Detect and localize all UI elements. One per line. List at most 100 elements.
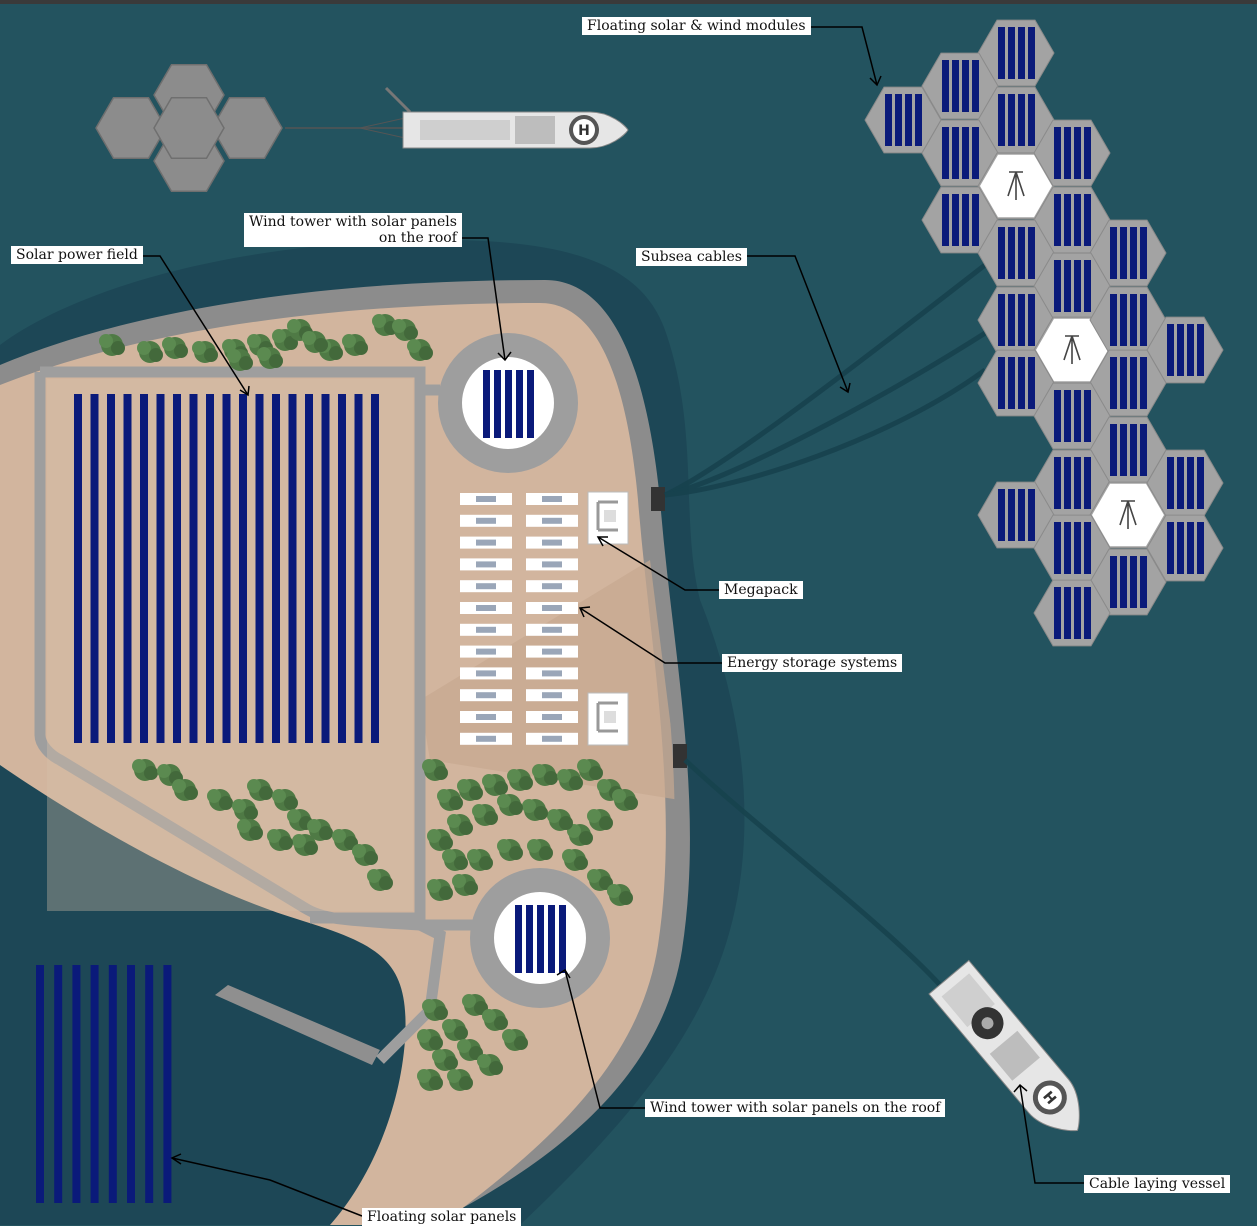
storage-unit [460,667,512,680]
tree [547,809,573,831]
solar-strip [272,394,280,743]
tree [307,819,333,841]
tree [472,804,498,826]
storage-unit [460,514,512,527]
tree [367,869,393,891]
tree [532,764,558,786]
tree [557,769,583,791]
label-floating-modules: Floating solar & wind modules [582,17,811,35]
floating-panel-strip [163,965,172,1203]
harbour-water [0,765,406,1225]
label-wind-tower-bottom: Wind tower with solar panels on the roof [645,1099,946,1117]
storage-unit [526,493,578,505]
wind-tower-top [438,333,578,473]
label-wind-tower-top: Wind tower with solar panels on the roof [244,213,462,247]
label-megapack: Megapack [719,581,803,599]
cable-landing-bottom [673,744,687,768]
tree [407,339,433,361]
storage-unit [526,689,578,702]
tree [427,829,453,851]
tree [497,839,523,861]
storage-unit [460,602,512,614]
floating-panel-strip [72,965,81,1203]
pier [215,985,380,1065]
tree [287,809,313,831]
megapack-bottom [587,692,629,746]
tree [172,779,198,801]
tree [497,794,523,816]
tree-groups [99,314,638,1091]
floating-panel-strip [54,965,63,1203]
cable-laying-vessel: H [928,959,1080,1132]
tree [442,849,468,871]
hex-module [1146,514,1224,582]
solar-strip [173,394,181,743]
svg-text:H: H [578,123,590,139]
solar-strip [140,394,148,743]
solar-strip [239,394,247,743]
storage-unit [526,580,578,593]
tree [567,824,593,846]
tree [292,834,318,856]
floating-panel-strip [36,965,44,1203]
tree [522,799,548,821]
tree [417,1069,443,1091]
label-wind-tower-top-line2: on the roof [378,230,457,246]
solar-strip [156,394,165,743]
solar-strip [371,394,379,743]
storage-unit [460,558,512,571]
tree [457,779,483,801]
wind-turbine-icon [1007,171,1025,200]
hex-module [1033,119,1111,187]
tree [257,347,283,369]
solar-strip [206,394,214,743]
storage-unit [526,623,578,636]
solar-strip [107,394,115,743]
tree [452,874,478,896]
tree [247,779,273,801]
storage-unit [526,602,578,614]
label-solar-field: Solar power field [11,246,143,264]
leader-lines [140,26,1085,1217]
solar-strip [74,394,82,743]
solar-strip [354,394,363,743]
storage-unit [460,493,512,505]
tree [272,789,298,811]
tree [442,1019,468,1041]
tree [302,331,328,353]
storage-unit [526,645,578,658]
tree [527,839,553,861]
storage-unit [460,536,512,549]
floating-panel-strip [90,965,99,1203]
helipad-icon: H [1032,1080,1067,1115]
solar-strip [123,394,132,743]
hex-cell [95,96,167,160]
solar-strip [321,394,330,743]
floating-solar-panels [36,965,172,1203]
wind-turbine-icon [1119,500,1137,529]
label-wind-tower-top-line1: Wind tower with solar panels [249,214,457,230]
storage-unit [526,732,578,745]
tree [342,334,368,356]
storage-unit [460,623,512,636]
wind-turbine-icon [1063,335,1081,364]
megapack-top [587,491,629,545]
tree [207,789,233,811]
tree [162,337,188,359]
label-floating-panels: Floating solar panels [362,1208,522,1226]
tree [447,1069,473,1091]
tree [577,759,603,781]
hex-platform [95,63,283,193]
tree [392,319,418,341]
solar-strip [90,394,99,743]
roads [34,366,475,1064]
storage-unit [460,732,512,745]
solar-strip [222,394,231,743]
storage-unit [526,536,578,549]
supply-ship-top: H [285,86,629,149]
solar-strip [189,394,198,743]
label-subsea-cables: Subsea cables [636,248,747,266]
tree [462,994,488,1016]
tree [482,1009,508,1031]
tree [137,341,163,363]
